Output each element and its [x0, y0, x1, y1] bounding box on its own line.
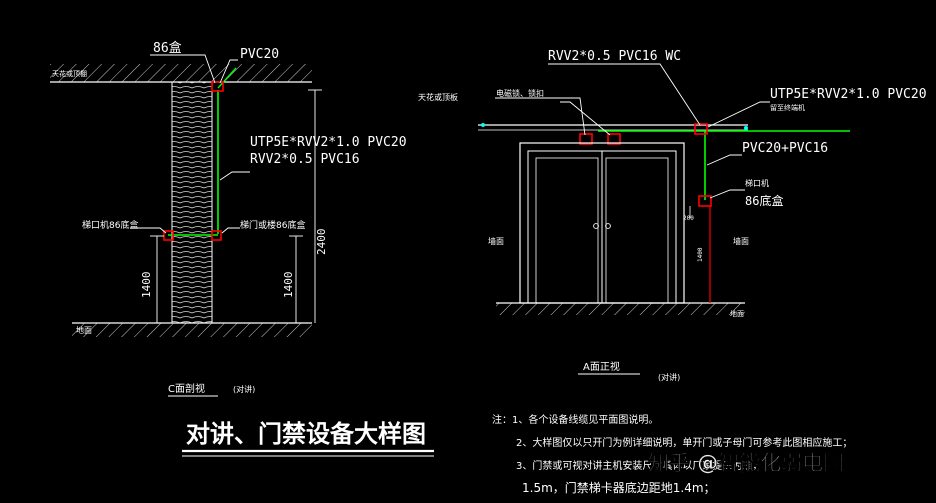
label-dim-1400-right: 1400 — [697, 247, 704, 262]
label-panel-left: 梯口机86底盒 — [82, 219, 138, 231]
leader-cable — [219, 171, 250, 181]
left-box-86-top — [211, 81, 224, 92]
label-right-floor: 地面 — [730, 309, 744, 318]
note-4: 1.5m，门禁梯卡器底边距地1.4m； — [522, 480, 716, 495]
label-cable-top: RVV2*0.5 PVC16 WC — [548, 49, 681, 64]
label-dim-2400: 2400 — [315, 229, 328, 256]
leader-reader — [709, 189, 745, 199]
label-86box: 86盒 — [153, 40, 182, 56]
label-cable-line1: UTP5E*RVV2*1.0 PVC20 — [250, 135, 407, 150]
leader-panel-right — [221, 227, 240, 234]
label-dim-1400-a: 1400 — [140, 272, 153, 299]
leader-lock-2 — [560, 101, 611, 136]
lock-box-left — [579, 133, 593, 145]
door-leaf-right — [605, 157, 669, 304]
drawing-title-block: 对讲、门禁设备大样图 — [182, 420, 434, 457]
left-conduit-up — [217, 67, 237, 89]
label-wall-left: 墙面 — [488, 236, 504, 246]
label-left-floor: 地面 — [76, 325, 92, 335]
left-box-panel-right — [211, 230, 222, 241]
label-conduit: PVC20+PVC16 — [742, 141, 828, 156]
left-section-view: 86盒 PVC20 天花或顶棚 UTP5E*RVV2*1.0 PVC20 RVV… — [50, 40, 407, 397]
leader-pvc20 — [219, 59, 238, 84]
note-2: 2、大样图仅以只开门为例详细说明，单开门或子母门可参考此图相应施工； — [516, 436, 852, 449]
leader-conduit — [706, 154, 742, 166]
lock-box-right — [607, 133, 621, 145]
left-ceiling-hatch — [50, 64, 312, 82]
label-pvc20-top: PVC20 — [240, 47, 279, 62]
watermark: 知乎 @智能化弱电圈 — [648, 451, 844, 475]
leader-lock — [495, 97, 586, 136]
reader-box — [698, 195, 712, 207]
label-cable-line2: RVV2*0.5 PVC16 — [250, 152, 360, 167]
label-left-ceiling: 天花或顶棚 — [52, 69, 87, 78]
right-floor-hatch — [496, 303, 745, 315]
door-handle-left — [593, 223, 599, 229]
label-junction: 留至终端机 — [770, 103, 805, 112]
label-panel-right: 梯门或楼86底盒 — [240, 219, 305, 231]
junction-box — [694, 123, 708, 135]
leader-cable-right — [707, 101, 770, 128]
left-wall — [171, 81, 213, 324]
note-3: 3、门禁或可视对讲主机安装尺寸具体以厂家提供为准， — [516, 459, 762, 472]
door-leaf-left — [535, 157, 599, 304]
label-dim-1400-b: 1400 — [282, 272, 295, 299]
label-reader-box: 86底盒 — [745, 193, 783, 208]
leader-86box — [150, 54, 216, 84]
left-caption-note: (对讲) — [233, 384, 255, 394]
label-dim-200: 200 — [683, 215, 694, 222]
door-handle-right — [605, 223, 611, 229]
left-floor-hatch — [72, 323, 312, 337]
label-lock: 电磁锁、锁扣 — [496, 88, 544, 98]
right-elevation-view: RVV2*0.5 PVC16 WC 天花或顶板 电磁锁、锁扣 UTP5E*RVV… — [418, 49, 927, 382]
left-box-panel-left — [163, 230, 174, 241]
leader-cable-top — [548, 63, 701, 126]
label-right-ceiling: 天花或顶板 — [418, 92, 458, 102]
note-1: 注：1、各个设备线缆见平面图说明。 — [492, 413, 658, 426]
label-wall-right: 墙面 — [733, 236, 749, 246]
drawing-title: 对讲、门禁设备大样图 — [186, 420, 426, 448]
right-caption-note: (对讲) — [658, 372, 680, 382]
label-reader: 梯口机 — [745, 178, 769, 188]
leader-panel-left — [130, 227, 167, 234]
right-caption: A面正视 — [583, 360, 620, 373]
notes-block: 注：1、各个设备线缆见平面图说明。 2、大样图仅以只开门为例详细说明，单开门或子… — [492, 413, 852, 495]
left-caption: C面剖视 — [168, 382, 205, 395]
label-cable-right: UTP5E*RVV2*1.0 PVC20 — [770, 87, 927, 102]
